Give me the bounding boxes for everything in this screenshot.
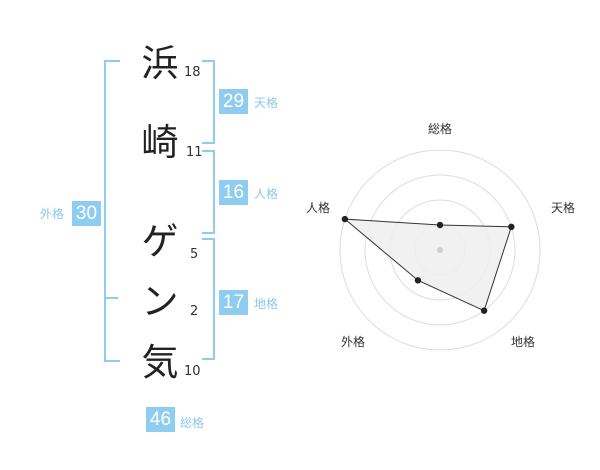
radar-axis-label-soukaku: 総格 xyxy=(428,121,452,136)
chikaku-bracket xyxy=(202,238,215,360)
radar-data-points xyxy=(341,215,515,314)
stroke-count-3: 5 xyxy=(190,247,199,262)
soukaku-value: 46 xyxy=(146,407,175,432)
radar-point-2 xyxy=(480,307,488,314)
radar-point-0 xyxy=(436,221,444,229)
name-char-1: 浜 xyxy=(141,42,179,85)
radar-axis-label-gaikaku: 外格 xyxy=(341,334,365,349)
tenkaku-label: 天格 xyxy=(254,96,279,110)
gaikaku-bracket xyxy=(104,60,120,362)
radar-axis-label-jinkaku: 人格 xyxy=(306,200,330,215)
stroke-count-1: 18 xyxy=(184,65,201,80)
radar-axis-label-chikaku: 地格 xyxy=(511,334,535,349)
radar-center-dot xyxy=(437,247,443,253)
radar-grid-ring xyxy=(364,174,516,326)
chikaku-label: 地格 xyxy=(254,297,279,311)
radar-grid-ring xyxy=(339,149,541,351)
name-char-2: 崎 xyxy=(141,121,179,164)
tenkaku-bracket xyxy=(202,60,215,144)
jinkaku-value: 16 xyxy=(219,180,248,205)
stroke-count-4: 2 xyxy=(190,304,199,319)
name-char-3: ゲ xyxy=(141,220,179,263)
radar-point-3 xyxy=(414,277,422,284)
gaikaku-value: 30 xyxy=(72,201,101,226)
radar-axis-label-tenkaku: 天格 xyxy=(551,200,575,215)
jinkaku-bracket xyxy=(202,150,215,234)
radar-point-1 xyxy=(508,223,515,231)
name-char-4: ン xyxy=(141,280,179,323)
chikaku-value: 17 xyxy=(219,290,248,315)
radar-point-4 xyxy=(341,215,349,223)
soukaku-label: 総格 xyxy=(180,416,205,430)
jinkaku-label: 人格 xyxy=(254,187,279,201)
stroke-count-2: 11 xyxy=(186,145,203,160)
gaikaku-label: 外格 xyxy=(40,207,65,221)
gaikaku-bracket-tick xyxy=(104,297,118,299)
tenkaku-value: 29 xyxy=(219,89,248,114)
stroke-count-5: 10 xyxy=(184,364,201,379)
name-char-5: 気 xyxy=(141,341,179,384)
radar-data-polygon xyxy=(343,218,513,312)
